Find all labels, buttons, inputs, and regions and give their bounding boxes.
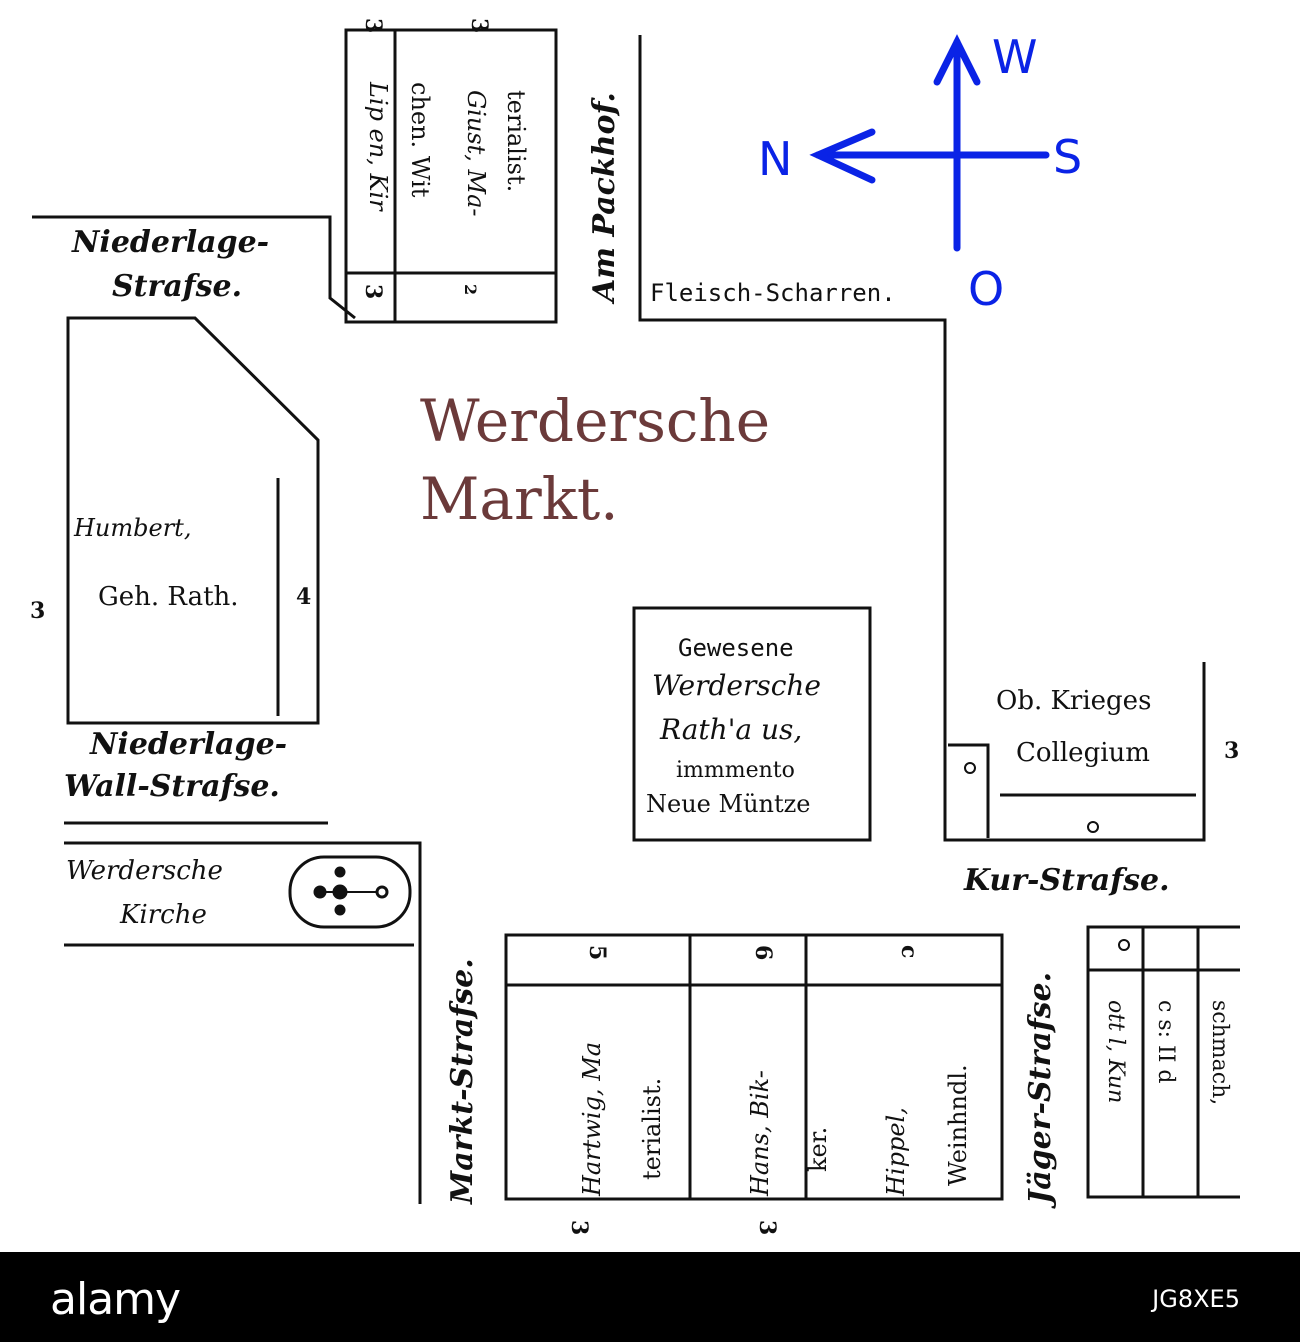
humbert-title: Geh. Rath. bbox=[98, 582, 239, 612]
krieges-circle-1 bbox=[964, 762, 976, 774]
hippel-line1: Hippel, bbox=[882, 1107, 910, 1196]
hippel-line2: Weinhndl. bbox=[944, 1064, 972, 1186]
lipen-line2: chen. Wit bbox=[406, 82, 434, 198]
rathaus-line1: Gewesene bbox=[678, 634, 794, 662]
house-number: 3 bbox=[466, 18, 492, 34]
house-number: 3 bbox=[566, 1220, 592, 1236]
watermark-footer: alamy JG8XE5 bbox=[0, 1252, 1300, 1342]
compass-west-label: W bbox=[992, 30, 1038, 84]
street-kur: Kur-Strafse. bbox=[964, 863, 1170, 898]
house-number: 3 bbox=[754, 1220, 780, 1236]
street-jaeger: Jäger-Strafse. bbox=[1023, 971, 1058, 1204]
schmidt-line3: schmach, bbox=[1207, 1000, 1232, 1106]
bottom-row-block bbox=[504, 933, 1004, 1201]
rathaus-block bbox=[632, 606, 872, 842]
schmidt-line2: c s: II d bbox=[1153, 1000, 1178, 1084]
hans-line2: ker. bbox=[804, 1126, 832, 1172]
compass-left-head bbox=[809, 128, 876, 184]
lipen-line1: Lip en, Kir bbox=[364, 82, 392, 211]
market-map: W N S O Werdersche Markt. Niederlage- St… bbox=[30, 18, 1240, 1236]
image-id: JG8XE5 bbox=[1152, 1285, 1240, 1313]
kirche-block bbox=[64, 841, 422, 1204]
kirche-line2: Kirche bbox=[120, 900, 207, 930]
right-bottom-block bbox=[1086, 925, 1240, 1199]
krieges-line2: Collegium bbox=[1016, 738, 1150, 768]
market-title-line1: Werdersche bbox=[420, 387, 771, 455]
street-niederlage-2: Strafse. bbox=[112, 269, 243, 304]
market-title-line2: Markt. bbox=[420, 465, 619, 533]
right-bottom-circle bbox=[1118, 939, 1130, 951]
krieges-circle-2 bbox=[1087, 821, 1099, 833]
rathaus-line5: Neue Müntze bbox=[646, 790, 811, 818]
market-top-edge bbox=[638, 35, 1206, 842]
street-am-packhof: Am Packhof. bbox=[587, 92, 622, 302]
humbert-name: Humbert, bbox=[74, 514, 192, 542]
kirche-line1: Werdersche bbox=[66, 856, 223, 886]
church-symbol bbox=[288, 855, 412, 929]
map-lines bbox=[32, 28, 1240, 1204]
street-markt: Markt-Strafse. bbox=[445, 958, 480, 1204]
giust-line1: Giust, Ma- bbox=[462, 90, 490, 217]
hartwig-line1: Hartwig, Ma bbox=[578, 1041, 606, 1196]
house-number: 3 bbox=[360, 18, 386, 34]
compass-up-head bbox=[933, 34, 981, 86]
alamy-logo: alamy bbox=[50, 1274, 181, 1325]
house-number: 2 bbox=[461, 284, 480, 296]
rathaus-line4: immmento bbox=[676, 758, 795, 783]
hartwig-line2: terialist. bbox=[638, 1077, 666, 1180]
house-number: 4 bbox=[296, 584, 312, 610]
giust-line2: terialist. bbox=[502, 90, 530, 193]
rathaus-line2: Werdersche bbox=[652, 669, 821, 702]
krieges-inner bbox=[948, 743, 990, 838]
compass-north-label: N bbox=[758, 132, 793, 186]
rathaus-line3: Rath'a us, bbox=[660, 713, 803, 746]
schmidt-line1: ott l, Kun bbox=[1103, 1000, 1128, 1104]
house-number: 6 bbox=[750, 945, 776, 961]
house-number: 5 bbox=[584, 945, 610, 961]
house-number: c bbox=[896, 945, 922, 959]
street-niederlage-1: Niederlage- bbox=[72, 225, 270, 260]
street-wall-2: Wall-Strafse. bbox=[64, 769, 280, 804]
hans-line1: Hans, Bik- bbox=[746, 1070, 774, 1196]
house-number: 3 bbox=[1224, 738, 1240, 764]
lipen-block bbox=[344, 28, 558, 324]
house-number: 3 bbox=[360, 284, 386, 300]
krieges-line1: Ob. Krieges bbox=[996, 686, 1152, 716]
street-fleisch-scharren: Fleisch-Scharren. bbox=[650, 279, 896, 307]
compass-south-label: S bbox=[1053, 130, 1083, 184]
street-wall-1: Niederlage- bbox=[90, 727, 288, 762]
niederlage-street-line bbox=[32, 215, 356, 320]
house-number: 3 bbox=[30, 598, 46, 624]
compass-east-label: O bbox=[968, 262, 1005, 316]
humbert-block bbox=[66, 316, 320, 725]
